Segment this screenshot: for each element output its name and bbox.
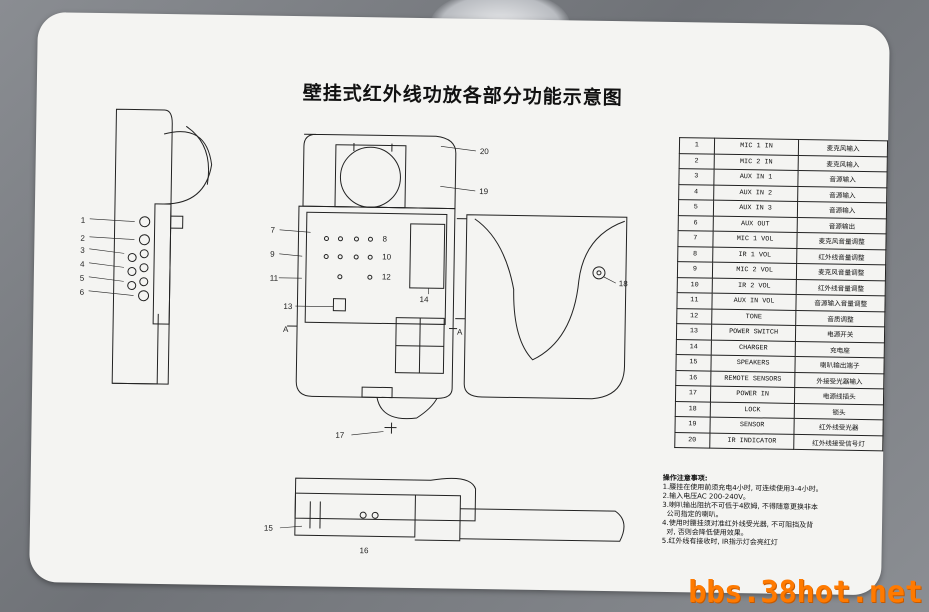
- part-number: 16: [675, 370, 711, 387]
- part-number: 3: [678, 168, 714, 185]
- watermark: bbs.38hot.net: [688, 575, 923, 610]
- part-number: 8: [677, 246, 713, 263]
- part-name-en: SENSOR: [709, 417, 795, 434]
- part-name-cn: 麦克风输入: [798, 139, 888, 157]
- part-name-cn: 音源输入: [797, 201, 887, 219]
- part-name-cn: 麦克风音量调整: [796, 263, 886, 281]
- part-number: 18: [675, 401, 711, 418]
- part-name-cn: 电源线插头: [794, 387, 884, 405]
- notes-lines: 1.腰挂在使用前须充电4小时, 可连续使用3-4小时。2.输入电压AC 200-…: [662, 483, 873, 549]
- callout-20: 20: [480, 147, 490, 156]
- part-name-en: POWER IN: [710, 386, 796, 403]
- part-name-cn: 音源输入: [798, 185, 887, 203]
- part-number: 11: [676, 292, 712, 309]
- section-mark-right: A: [457, 328, 463, 337]
- part-number: 7: [677, 230, 713, 247]
- callout-10: 10: [382, 252, 392, 261]
- part-number: 10: [677, 277, 713, 294]
- part-name-en: AUX IN 3: [713, 200, 799, 217]
- part-name-en: TONE: [711, 308, 797, 326]
- part-name-cn: 锁头: [794, 402, 884, 420]
- callout-15: 15: [264, 524, 274, 533]
- callout-4: 4: [80, 260, 85, 269]
- operation-notes: 操作注意事项: 1.腰挂在使用前须充电4小时, 可连续使用3-4小时。2.输入电…: [662, 474, 873, 549]
- part-number: 6: [678, 215, 714, 232]
- callout-11: 11: [270, 274, 279, 283]
- part-name-en: AUX OUT: [712, 215, 798, 233]
- part-name-en: MIC 2 VOL: [712, 262, 798, 279]
- part-number: 2: [679, 153, 715, 170]
- section-mark-left: A: [283, 325, 289, 334]
- front-view-drawing: [287, 133, 628, 434]
- part-number: 12: [676, 308, 712, 325]
- callout-3: 3: [80, 246, 85, 255]
- part-name-en: MIC 2 IN: [713, 153, 799, 171]
- part-name-en: IR INDICATOR: [709, 432, 795, 450]
- part-number: 20: [674, 432, 710, 449]
- callout-12: 12: [382, 272, 392, 281]
- part-name-en: LOCK: [709, 401, 795, 419]
- callout-17: 17: [335, 431, 345, 440]
- callout-9: 9: [270, 250, 275, 259]
- part-name-cn: 喇叭输出端子: [795, 356, 885, 374]
- callout-5: 5: [80, 274, 85, 283]
- part-number: 5: [678, 199, 714, 216]
- part-name-cn: 充电座: [795, 340, 885, 358]
- callout-14: 14: [419, 295, 429, 304]
- part-name-en: AUX IN VOL: [711, 293, 797, 310]
- part-number: 1: [679, 137, 715, 154]
- callout-13: 13: [283, 302, 293, 311]
- callout-7: 7: [271, 226, 276, 235]
- part-name-cn: 外接受光器输入: [795, 371, 884, 389]
- part-name-en: CHARGER: [710, 339, 796, 357]
- part-name-en: MIC 1 IN: [714, 138, 799, 155]
- part-name-cn: 音源输出: [797, 216, 887, 234]
- callout-8: 8: [382, 234, 387, 243]
- part-name-en: POWER SWITCH: [711, 324, 797, 341]
- callout-2: 2: [80, 234, 85, 243]
- part-number: 14: [676, 339, 712, 356]
- part-name-en: REMOTE SENSORS: [710, 370, 796, 388]
- diagram-sheet: 壁挂式红外线功放各部分功能示意图: [29, 12, 890, 596]
- part-number: 17: [675, 385, 711, 402]
- part-name-cn: 红外线音量调整: [797, 247, 886, 265]
- bottom-view-drawing: [294, 477, 625, 542]
- part-number: 13: [676, 323, 712, 340]
- part-name-cn: 音源输入音量调整: [796, 294, 886, 312]
- callout-18: 18: [619, 279, 629, 288]
- part-number: 15: [675, 354, 711, 371]
- callout-6: 6: [80, 288, 85, 297]
- part-name-cn: 电源开关: [795, 325, 885, 343]
- part-number: 9: [677, 261, 713, 278]
- part-name-en: MIC 1 VOL: [712, 231, 798, 248]
- part-name-en: IR 1 VOL: [712, 246, 798, 264]
- callout-labels: 1 2 3 4 5 6 7 8 9 10 11 12 13 14 20 19 1…: [80, 147, 629, 555]
- callout-16: 16: [360, 546, 370, 555]
- leader-lines: [278, 146, 616, 529]
- part-name-cn: 音质调整: [796, 309, 885, 327]
- part-number: 19: [674, 416, 710, 433]
- part-name-en: SPEAKERS: [710, 355, 796, 372]
- part-number: 4: [678, 184, 714, 201]
- side-view-drawing: [88, 108, 213, 385]
- part-name-en: IR 2 VOL: [711, 277, 797, 295]
- part-name-cn: 红外线音量调整: [796, 278, 886, 296]
- callout-19: 19: [479, 187, 489, 196]
- part-name-en: AUX IN 2: [713, 184, 799, 202]
- part-name-cn: 音源输入: [798, 170, 888, 188]
- part-name-cn: 红外线受光器: [794, 418, 884, 436]
- part-name-cn: 红外线接受信号灯: [794, 433, 883, 451]
- part-name-en: AUX IN 1: [713, 169, 799, 186]
- callout-1: 1: [81, 216, 86, 225]
- unit-drawings: [88, 108, 628, 542]
- part-name-cn: 麦克风音量调整: [797, 232, 887, 250]
- part-name-cn: 麦克风输入: [798, 154, 888, 172]
